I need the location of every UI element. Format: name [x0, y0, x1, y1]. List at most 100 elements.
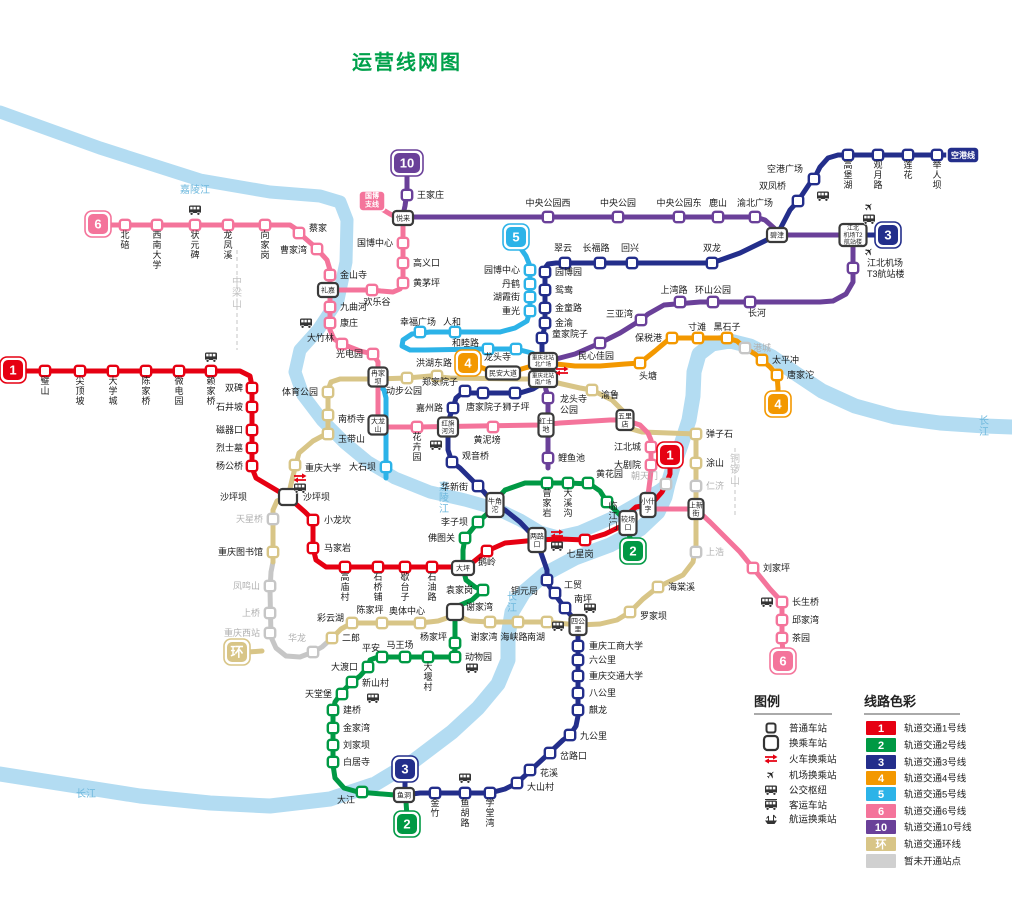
interchange-station	[316, 281, 340, 299]
station	[689, 427, 703, 441]
station	[510, 776, 524, 790]
station	[672, 210, 686, 224]
map-text: 轨道交通1号线	[904, 723, 967, 735]
map-text: 4	[464, 356, 472, 371]
map-text: 沙坪坝	[220, 492, 247, 502]
map-text: 中央公园东	[656, 197, 701, 208]
map-text: 新山村	[362, 677, 389, 688]
station	[266, 545, 280, 559]
map-text: 3	[878, 757, 884, 769]
map-text: 四公	[571, 617, 585, 625]
map-text: 红土	[539, 416, 553, 425]
station	[263, 606, 277, 620]
map-text: 江北	[847, 224, 859, 232]
svg-text:✈: ✈	[862, 200, 877, 215]
map-text: 太平冲	[772, 354, 799, 365]
station	[306, 645, 320, 659]
line-path-l3	[409, 152, 943, 797]
map-text: 谢家湾	[470, 631, 497, 642]
station	[335, 337, 349, 351]
map-text: 轨道交通环线	[904, 839, 962, 851]
map-text: 唐家沱	[787, 369, 814, 380]
map-text: 彩云湖	[317, 613, 344, 623]
river	[0, 333, 1012, 814]
map-text: 4	[878, 773, 885, 785]
map-text: 地	[543, 424, 550, 433]
station	[651, 580, 665, 594]
station	[172, 364, 186, 378]
map-text: 2	[629, 544, 636, 559]
map-text: 渝鲁	[601, 389, 619, 400]
map-text: 龙头寺	[560, 393, 587, 404]
map-text: 鹅岭	[478, 556, 496, 567]
station-label: 赖家桥	[206, 376, 215, 406]
map-text: 江北机场	[867, 257, 903, 268]
station-label: 学堂湾	[485, 797, 494, 828]
bus-icon	[430, 440, 442, 451]
station	[508, 386, 522, 400]
station	[543, 746, 557, 760]
line-color-swatch	[866, 771, 896, 785]
line-badge	[458, 353, 478, 373]
map-text: 民安大道	[489, 368, 517, 377]
interchange-station	[568, 613, 588, 637]
interchange-icon	[762, 734, 780, 752]
map-text: 长河	[748, 307, 766, 318]
map-text: 邱家湾	[792, 614, 819, 625]
map-text: 麒龙	[589, 704, 607, 715]
line-badge	[768, 394, 788, 414]
station	[571, 639, 585, 653]
map-text: 重光	[502, 305, 520, 316]
station	[345, 616, 359, 630]
station	[558, 601, 572, 615]
map-text: 蔡家	[309, 222, 327, 233]
map-text: 袁家岗	[446, 584, 473, 595]
map-text: 国博中心	[357, 237, 393, 248]
map-text: 幸福广场	[400, 316, 436, 327]
line-color-swatch	[866, 755, 896, 769]
map-text: 重庆北站	[532, 372, 555, 380]
interchange-station	[537, 412, 555, 438]
station-label: 向家岗	[260, 229, 269, 260]
line-color-swatch	[866, 837, 896, 851]
station	[511, 615, 525, 629]
map-text: 中央公园	[600, 197, 636, 208]
station	[689, 545, 703, 559]
map-text: 字	[645, 504, 652, 513]
map-text: 沙坪坝	[303, 492, 330, 502]
line-badge	[3, 360, 23, 380]
map-text: 上湾路	[660, 284, 687, 295]
map-text: 红旗	[442, 419, 456, 428]
station-label: 长江	[979, 415, 989, 438]
station	[430, 369, 444, 383]
map-text: 头塘	[639, 370, 657, 381]
station-label: 歇台子	[400, 571, 409, 602]
station	[581, 476, 595, 490]
map-text: 华新街	[441, 481, 468, 492]
station	[323, 316, 337, 330]
station	[775, 613, 789, 627]
station-icon	[765, 722, 777, 734]
bus-icon	[863, 214, 875, 225]
station-label: 举人坝	[932, 159, 941, 190]
map-text: 大渡口	[331, 661, 358, 672]
map-text: 仁济	[706, 480, 724, 491]
line-badge	[773, 651, 793, 671]
map-text: 上浩	[706, 546, 724, 557]
interchange-station	[367, 414, 389, 436]
bus-icon	[294, 483, 306, 494]
station	[338, 560, 352, 574]
map-text: 轨道交通10号线	[904, 822, 972, 834]
line-color-swatch	[866, 721, 896, 735]
map-text: 轨道交通2号线	[904, 740, 967, 752]
map-text: 湖霞街	[493, 291, 520, 302]
bus-icon	[584, 603, 596, 614]
station	[245, 423, 259, 437]
map-text: 茶园	[792, 632, 810, 643]
map-text: 白居寺	[343, 756, 370, 767]
station	[263, 626, 277, 640]
map-text: 重庆工商大学	[589, 640, 643, 651]
station	[371, 560, 385, 574]
station	[365, 283, 379, 297]
